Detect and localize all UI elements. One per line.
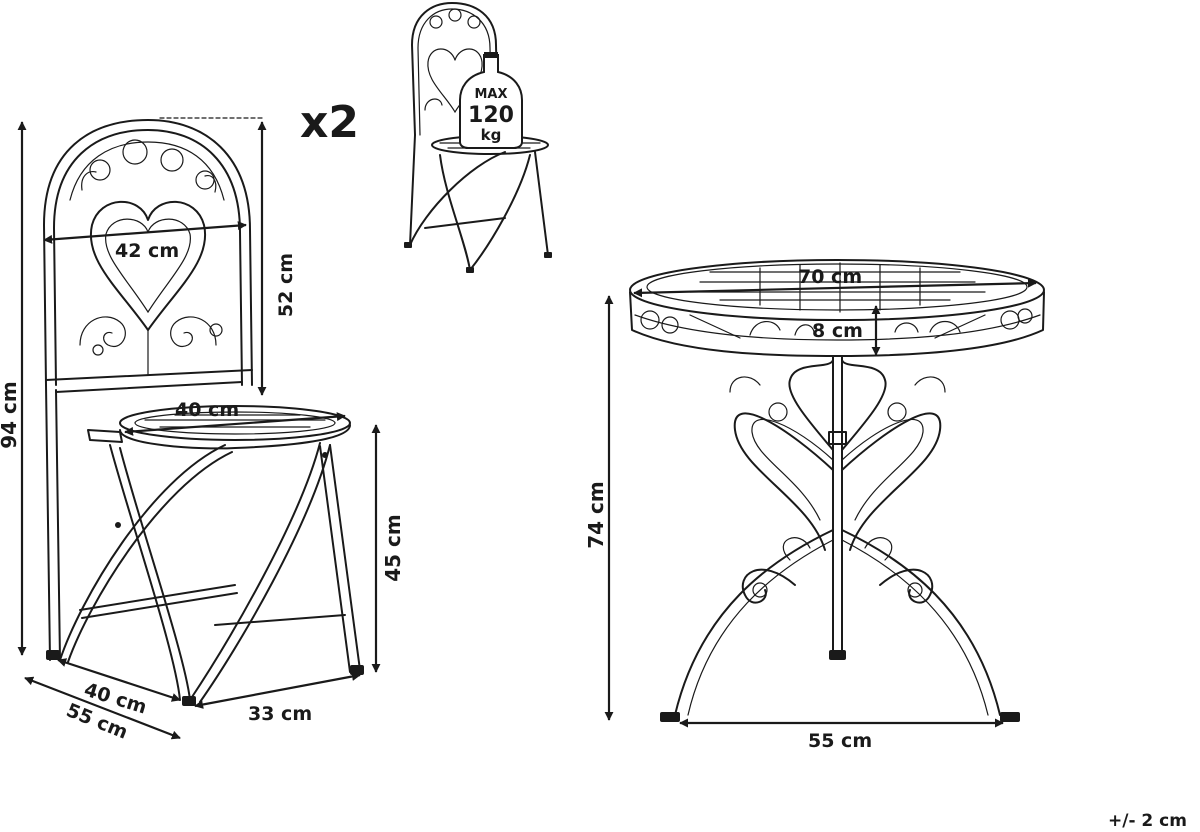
chair-dimensions — [17, 117, 381, 740]
dim-line-42 — [43, 221, 247, 244]
badge-max: MAX — [474, 87, 507, 102]
label-seat-diameter: 40 cm — [175, 399, 239, 421]
max-load-badge: MAX 120 kg — [459, 52, 523, 149]
dim-line-70 — [633, 278, 1037, 298]
label-table-height: 74 cm — [584, 481, 608, 549]
label-backrest-height: 52 cm — [275, 253, 297, 317]
label-table-base: 55 cm — [808, 730, 872, 752]
badge-value: 120 — [468, 103, 514, 128]
label-table-diameter: 70 cm — [798, 266, 862, 288]
dim-line-33 — [194, 672, 361, 709]
tolerance-note: +/- 2 cm — [1108, 811, 1187, 831]
dim-line-55-depth — [24, 676, 181, 740]
quantity-label: x2 — [300, 97, 359, 148]
label-seat-height: 45 cm — [381, 514, 405, 582]
label-backrest-width: 42 cm — [115, 240, 179, 262]
label-width-33: 33 cm — [248, 703, 312, 725]
dim-line-40-seat — [124, 412, 346, 436]
badge-unit: kg — [481, 126, 502, 144]
label-total-height: 94 cm — [0, 381, 21, 449]
table-dimensions — [604, 278, 1037, 728]
small-chair-drawing — [404, 2, 552, 273]
table-drawing — [629, 259, 1045, 722]
label-apron-height: 8 cm — [812, 320, 863, 342]
